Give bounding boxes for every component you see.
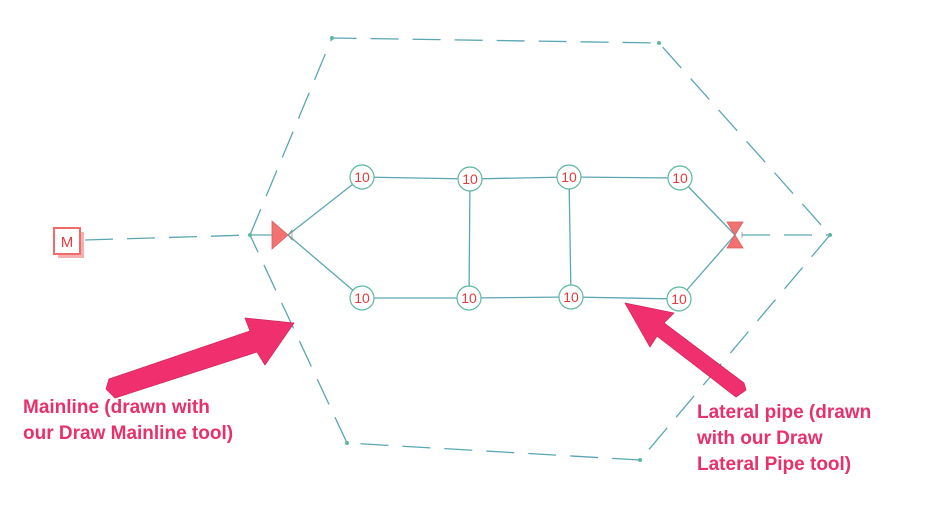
emitter-label: 10 [462,171,478,187]
mainline-callout: Mainline (drawn with our Draw Mainline t… [23,395,233,447]
emitter[interactable]: 10 [558,284,584,310]
mainline-vertices [248,36,832,462]
meter-label: M [61,234,74,251]
lateral-callout: Lateral pipe (drawn with our Draw Latera… [697,400,871,478]
emitter[interactable]: 10 [556,164,582,190]
emitter-label: 10 [354,169,370,185]
emitter-label: 10 [672,170,688,186]
meter-icon[interactable]: M [53,227,84,258]
valve-right-icon[interactable] [726,221,744,249]
emitter-label: 10 [671,291,687,307]
emitter[interactable]: 10 [457,166,483,192]
lateral-arrow-icon [624,302,747,398]
valve-left-icon[interactable] [271,220,293,250]
emitter-label: 10 [563,289,579,305]
emitter-label: 10 [354,290,370,306]
lateral-pipes[interactable] [252,176,736,300]
mainline-feeder-left [84,234,251,241]
emitter[interactable]: 10 [667,165,693,191]
emitter[interactable]: 10 [349,164,375,190]
emitter[interactable]: 10 [666,286,692,312]
emitter[interactable]: 10 [456,285,482,311]
emitter-label: 10 [561,169,577,185]
emitter-label: 10 [461,290,477,306]
mainline-hexagon [249,37,831,461]
mainline-arrow-icon [105,317,295,399]
lateral-callout-line3: Lateral Pipe tool) [697,454,852,475]
mainline-callout-line2: our Draw Mainline tool) [23,423,234,444]
lateral-callout-line2: with our Draw [697,428,823,449]
mainline-callout-line1: Mainline (drawn with [23,397,210,418]
emitter[interactable]: 10 [349,285,375,311]
lateral-callout-line1: Lateral pipe (drawn [697,402,872,423]
